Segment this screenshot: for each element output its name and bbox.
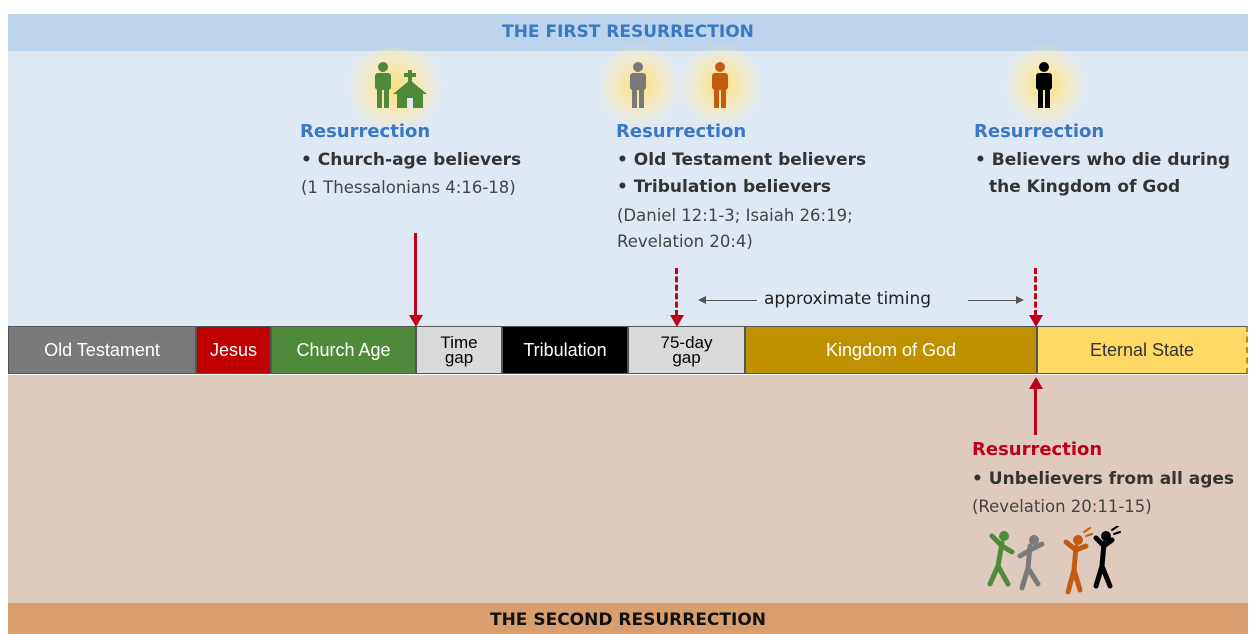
second-resurrection-header-bar <box>8 603 1248 634</box>
distressed-person-icon <box>1017 535 1045 591</box>
timeline-75-day-gap: 75-day gap <box>628 326 745 374</box>
church-resurrection-arrowhead <box>408 315 423 327</box>
timeline-time-gap: Time gap <box>416 326 502 374</box>
unbelievers-resurrection-title: Resurrection <box>972 439 1103 460</box>
church-resurrection-title: Resurrection <box>300 121 431 142</box>
timeline-church-age: Church Age <box>271 326 416 374</box>
ot-resurrection-arrow <box>675 268 678 316</box>
unbelievers-resurrection-reference: (Revelation 20:11-15) <box>972 497 1152 516</box>
timing-right-line <box>968 300 1016 301</box>
ot-resurrection-reference-1: (Daniel 12:1-3; Isaiah 26:19; <box>617 206 853 225</box>
distressed-person-icon <box>987 531 1015 587</box>
timing-right-arrowhead <box>1016 296 1024 304</box>
ot-resurrection-title: Resurrection <box>616 121 747 142</box>
church-resurrection-bullet: • Church-age believers <box>301 150 522 170</box>
unbelievers-figures <box>987 526 1121 595</box>
church-glow <box>340 48 450 126</box>
timeline-75-day-gap-line2: gap <box>672 348 701 367</box>
timeline-jesus: Jesus <box>196 326 271 374</box>
kingdom-resurrection-title: Resurrection <box>974 121 1105 142</box>
second-resurrection-band <box>8 375 1248 603</box>
timeline-tribulation: Tribulation <box>502 326 628 374</box>
church-icon <box>393 70 427 108</box>
unbelievers-resurrection-arrow <box>1034 388 1037 435</box>
first-resurrection-title: THE FIRST RESURRECTION <box>502 22 754 42</box>
person-icon <box>1036 62 1052 108</box>
church-resurrection-arrow <box>414 233 417 317</box>
person-icon <box>712 62 728 108</box>
ot-resurrection-bullet-ot: • Old Testament believers <box>617 150 867 170</box>
ot-resurrection-bullet-tribulation: • Tribulation believers <box>617 177 831 197</box>
approximate-timing-label: approximate timing <box>764 289 932 309</box>
timeline-time-gap-line2: gap <box>444 348 474 367</box>
kingdom-resurrection-bullet-2: the Kingdom of God <box>989 177 1181 197</box>
second-resurrection-title: THE SECOND RESURRECTION <box>489 610 767 630</box>
timeline-time-gap-line1: Time <box>440 333 478 352</box>
person-icon <box>375 62 391 108</box>
unbelievers-resurrection-arrowhead <box>1028 377 1043 389</box>
timeline-kingdom-of-god: Kingdom of God <box>745 326 1037 374</box>
ot-resurrection-arrowhead <box>669 315 684 327</box>
kingdom-resurrection-arrowhead <box>1028 315 1043 327</box>
timeline-eternal-state: Eternal State <box>1037 326 1248 374</box>
timeline-old-testament: Old Testament <box>8 326 196 374</box>
timeline-75-day-gap-line1: 75-day <box>660 333 713 352</box>
timing-left-arrowhead <box>698 296 706 304</box>
person-icon <box>630 62 646 108</box>
kingdom-resurrection-arrow <box>1034 268 1037 316</box>
kingdom-resurrection-bullet-1: • Believers who die during <box>975 150 1231 170</box>
distressed-person-icon <box>1063 527 1093 595</box>
distressed-person-icon <box>1093 526 1121 589</box>
church-resurrection-reference: (1 Thessalonians 4:16-18) <box>301 178 516 197</box>
ot-resurrection-reference-2: Revelation 20:4) <box>617 232 753 251</box>
timing-left-line <box>705 300 757 301</box>
unbelievers-resurrection-bullet: • Unbelievers from all ages <box>972 469 1235 489</box>
timeline: Old Testament Jesus Church Age Time gap … <box>8 326 1248 375</box>
